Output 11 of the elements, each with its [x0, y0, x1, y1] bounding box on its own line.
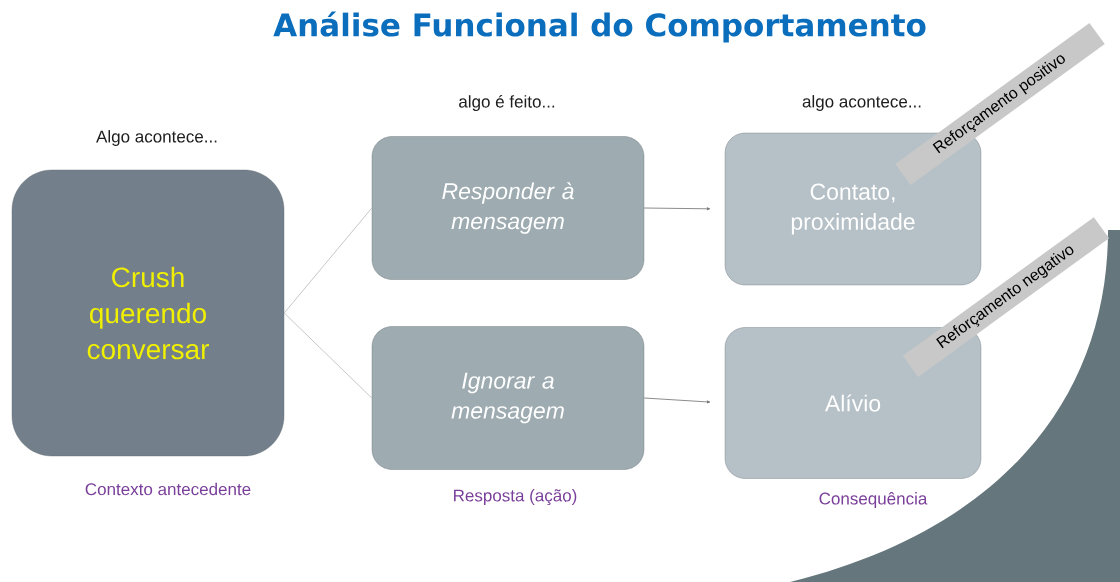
column-label: Contexto antecedente	[85, 482, 251, 496]
context-box: Crush querendo conversar	[11, 169, 285, 457]
column-label: Algo acontece...	[96, 130, 217, 146]
connector	[283, 312, 373, 399]
column-label: Resposta (ação)	[454, 489, 577, 505]
response-box: Responder à mensagem	[371, 136, 645, 280]
connector	[643, 397, 711, 404]
response-box: Ignorar a mensagem	[371, 326, 645, 470]
column-label: algo é feito...	[459, 95, 555, 112]
connector	[643, 207, 711, 211]
connector	[283, 207, 373, 314]
